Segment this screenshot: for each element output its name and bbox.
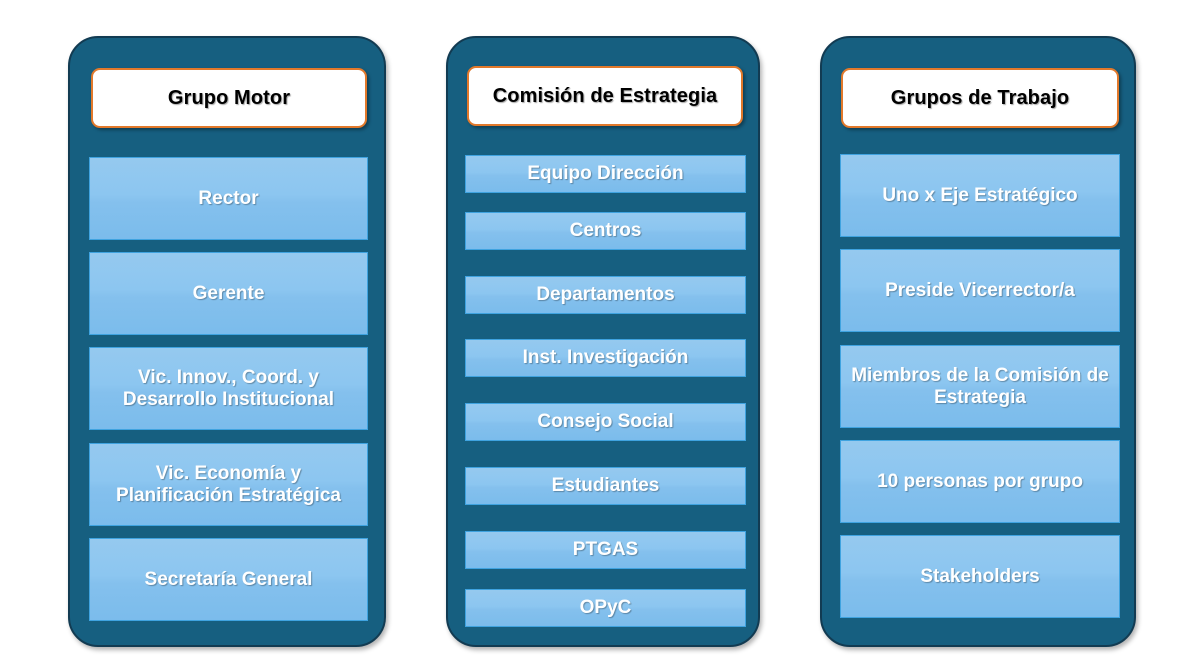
column-title-grupo-motor: Grupo Motor bbox=[91, 68, 367, 128]
item-box: Vic. Innov., Coord. y Desarrollo Institu… bbox=[89, 347, 368, 430]
item-box: Estudiantes bbox=[465, 467, 746, 505]
item-box: Consejo Social bbox=[465, 403, 746, 441]
column-card-grupos-de-trabajo: Grupos de Trabajo Uno x Eje Estratégico … bbox=[820, 36, 1136, 647]
item-box: Inst. Investigación bbox=[465, 339, 746, 377]
column-card-comision-de-estrategia: Comisión de Estrategia Equipo Dirección … bbox=[446, 36, 760, 647]
item-box: Secretaría General bbox=[89, 538, 368, 621]
column-title-comision-de-estrategia: Comisión de Estrategia bbox=[467, 66, 743, 126]
item-box: OPyC bbox=[465, 589, 746, 627]
item-box: Centros bbox=[465, 212, 746, 250]
item-box: Preside Vicerrector/a bbox=[840, 249, 1120, 332]
item-box: Departamentos bbox=[465, 276, 746, 314]
item-box: Rector bbox=[89, 157, 368, 240]
item-box: Uno x Eje Estratégico bbox=[840, 154, 1120, 237]
item-box: PTGAS bbox=[465, 531, 746, 569]
item-box: Vic. Economía y Planificación Estratégic… bbox=[89, 443, 368, 526]
item-box: Gerente bbox=[89, 252, 368, 335]
item-box: 10 personas por grupo bbox=[840, 440, 1120, 523]
item-box: Miembros de la Comisión de Estrategia bbox=[840, 345, 1120, 428]
item-box: Equipo Dirección bbox=[465, 155, 746, 193]
item-box: Stakeholders bbox=[840, 535, 1120, 618]
column-title-grupos-de-trabajo: Grupos de Trabajo bbox=[841, 68, 1119, 128]
column-card-grupo-motor: Grupo Motor Rector Gerente Vic. Innov., … bbox=[68, 36, 386, 647]
